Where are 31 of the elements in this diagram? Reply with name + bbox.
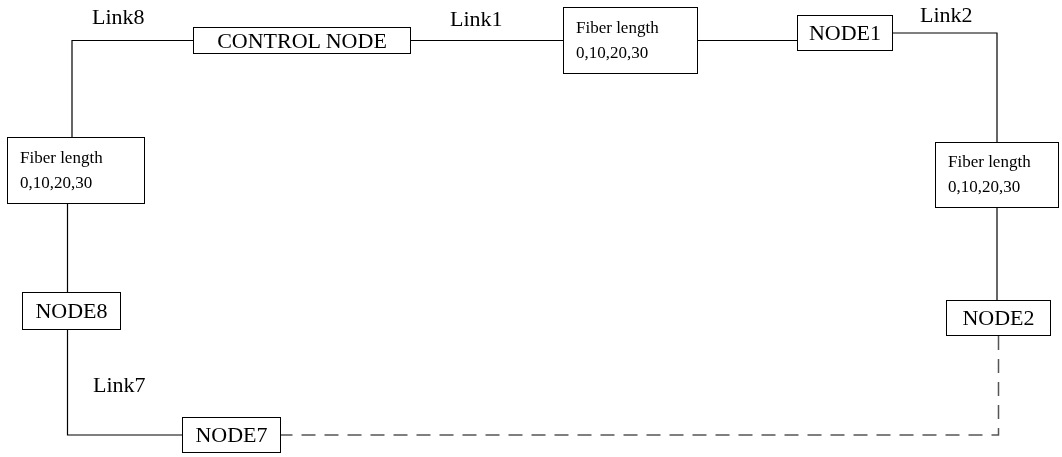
link-label: Link1 <box>450 8 503 30</box>
box-values: 0,10,20,30 <box>20 171 93 194</box>
node-name: NODE1 <box>808 22 882 44</box>
node-name: NODE7 <box>195 424 268 446</box>
box-heading: Fiber length <box>20 146 103 169</box>
node-box <box>22 292 121 330</box>
node-name: NODE2 <box>962 307 1035 329</box>
dashed-link-line <box>280 335 1000 436</box>
fiber-length-box <box>563 7 698 74</box>
link-label: Link8 <box>92 6 145 28</box>
link-label: Link2 <box>920 4 973 26</box>
box-values: 0,10,20,30 <box>576 41 649 64</box>
box-heading: Fiber length <box>948 151 1031 174</box>
link-line <box>66 329 183 436</box>
link-label: Link7 <box>93 374 146 396</box>
node-box <box>797 15 893 51</box>
node-box <box>182 417 281 453</box>
link-line <box>71 39 194 138</box>
node-box <box>946 300 1051 336</box>
node-box <box>193 27 411 54</box>
link-line <box>66 203 69 293</box>
node-name: NODE8 <box>35 300 108 322</box>
box-heading: Fiber length <box>576 16 659 39</box>
link-line <box>996 207 998 301</box>
fiber-length-box <box>935 142 1059 208</box>
link-line <box>697 39 798 42</box>
link-line <box>410 39 564 42</box>
fiber-length-box <box>7 137 145 204</box>
link-line <box>892 32 998 143</box>
node-name: CONTROL NODE <box>217 29 387 52</box>
box-values: 0,10,20,30 <box>948 176 1021 198</box>
